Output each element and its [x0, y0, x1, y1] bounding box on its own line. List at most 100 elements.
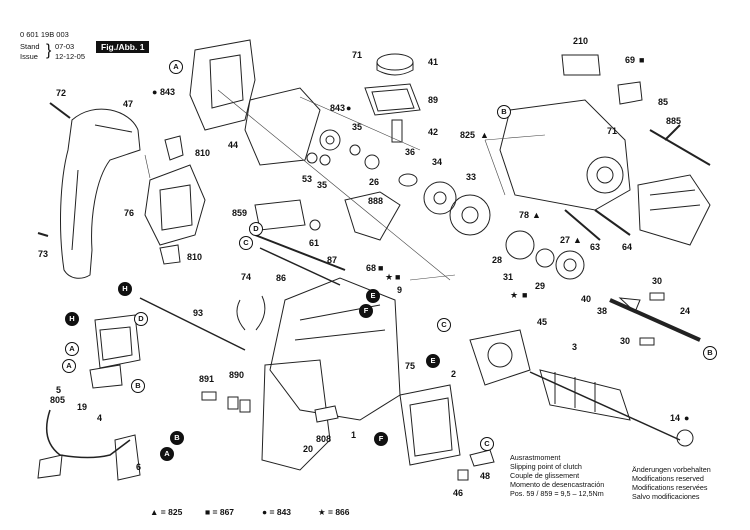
triangle-marker: ▲ — [532, 210, 541, 220]
gear-33-part — [449, 194, 491, 236]
issue-value: 12-12-05 — [55, 52, 86, 61]
bearing-part — [555, 250, 585, 280]
part-label: 810 — [187, 252, 203, 262]
issue-label: Issue — [20, 52, 38, 61]
part-label: 78 — [519, 210, 530, 220]
part-label: 5 — [56, 385, 62, 395]
square-marker: ■ — [395, 272, 401, 282]
callout-letter: B — [703, 346, 717, 360]
part-label: 69 — [625, 55, 636, 65]
part-label: 843 — [160, 87, 176, 97]
part-label: 87 — [327, 255, 338, 265]
part-label: 46 — [453, 488, 464, 498]
part-label: 71 — [607, 126, 618, 136]
gear-housing-part — [499, 99, 631, 211]
stand-value: 07-03 — [55, 42, 75, 51]
part-label: 40 — [581, 294, 592, 304]
drive-shaft-part — [609, 298, 701, 342]
legend-value: = 825 — [160, 507, 183, 517]
doc-number: 0 601 19B 003 — [20, 30, 69, 39]
legend-symbol: ★ — [318, 507, 326, 517]
part-label: 3 — [572, 342, 578, 352]
part-label: 6 — [136, 462, 142, 472]
part-label: 810 — [195, 148, 211, 158]
star-marker: ★ — [385, 272, 394, 282]
callout-letter: B — [497, 105, 511, 119]
part-label: 20 — [303, 444, 314, 454]
figure-label: Fig./Abb. 1 — [96, 41, 150, 53]
housing-half-part — [189, 39, 256, 131]
armature-part — [539, 369, 631, 421]
part-label: 35 — [317, 180, 328, 190]
part-label: 64 — [622, 242, 633, 252]
gear-34-part — [423, 181, 457, 215]
part-label: 30 — [620, 336, 631, 346]
modification-note-line: Modifications reserved — [632, 474, 704, 483]
part-label: 808 — [316, 434, 332, 444]
selector-plate-part — [364, 83, 421, 116]
clutch-note-line: Pos. 59 / 859 = 9,5 – 12,5Nm — [510, 489, 604, 498]
legend-item: ▲ = 825 — [150, 507, 182, 517]
part-label: 73 — [38, 249, 49, 259]
field-coil-part — [399, 384, 461, 466]
part-label: 47 — [123, 99, 134, 109]
square-marker: ■ — [522, 290, 528, 300]
part-label: 859 — [232, 208, 248, 218]
clutch-note-line: Slipping point of clutch — [510, 462, 582, 471]
part-label: 48 — [480, 471, 491, 481]
star-marker: ★ — [510, 290, 519, 300]
square-marker: ■ — [378, 263, 384, 273]
triangle-marker: ▲ — [573, 235, 582, 245]
square-marker: ■ — [639, 55, 645, 65]
part-label: 42 — [428, 127, 439, 137]
part-label: 74 — [241, 272, 252, 282]
part-label: 53 — [302, 174, 313, 184]
legend-item: ● = 843 — [262, 507, 291, 517]
callout-letter: F — [359, 304, 373, 318]
circle-marker: ● — [684, 413, 690, 423]
part-label: 36 — [405, 147, 416, 157]
part-label: 44 — [228, 140, 239, 150]
legend-value: = 867 — [212, 507, 235, 517]
part-label: 61 — [309, 238, 320, 248]
header-brace: } — [46, 42, 52, 59]
callout-letter: A — [65, 342, 79, 356]
switch-part — [94, 314, 141, 369]
part-label: 34 — [432, 157, 443, 167]
part-label: 30 — [652, 276, 663, 286]
part-label: 76 — [124, 208, 135, 218]
legend-value: = 843 — [269, 507, 292, 517]
circle-marker: ● — [152, 87, 158, 97]
brush-plate-part — [144, 164, 206, 246]
callout-letter: E — [426, 354, 440, 368]
part-label: 45 — [537, 317, 548, 327]
motor-housing-part — [269, 277, 401, 421]
part-label: 2 — [451, 369, 457, 379]
part-label: 890 — [229, 370, 245, 380]
modification-note-line: Änderungen vorbehalten — [632, 465, 711, 474]
callout-letter: D — [249, 222, 263, 236]
legend-item: ■ = 867 — [205, 507, 234, 517]
part-label: 68 — [366, 263, 377, 273]
callout-letter: D — [134, 312, 148, 326]
modification-note-line: Salvo modificaciones — [632, 492, 700, 501]
part-label: 888 — [368, 196, 384, 206]
part-label: 885 — [666, 116, 682, 126]
part-label: 75 — [405, 361, 416, 371]
handle-part — [60, 108, 141, 279]
part-label: 86 — [276, 273, 287, 283]
part-label: 805 — [50, 395, 66, 405]
legend-symbol: ● — [262, 507, 268, 517]
callout-letter: A — [62, 359, 76, 373]
part-label: 26 — [369, 177, 380, 187]
callout-letter: A — [169, 60, 183, 74]
part-label: 891 — [199, 374, 215, 384]
part-label: 19 — [77, 402, 88, 412]
clutch-note-line: Ausrastmoment — [510, 453, 561, 462]
part-label: 71 — [352, 50, 363, 60]
part-label: 31 — [503, 272, 514, 282]
legend-item: ★ = 866 — [318, 507, 350, 518]
modification-note-line: Modifications reservées — [632, 483, 708, 492]
callout-letter: E — [366, 289, 380, 303]
